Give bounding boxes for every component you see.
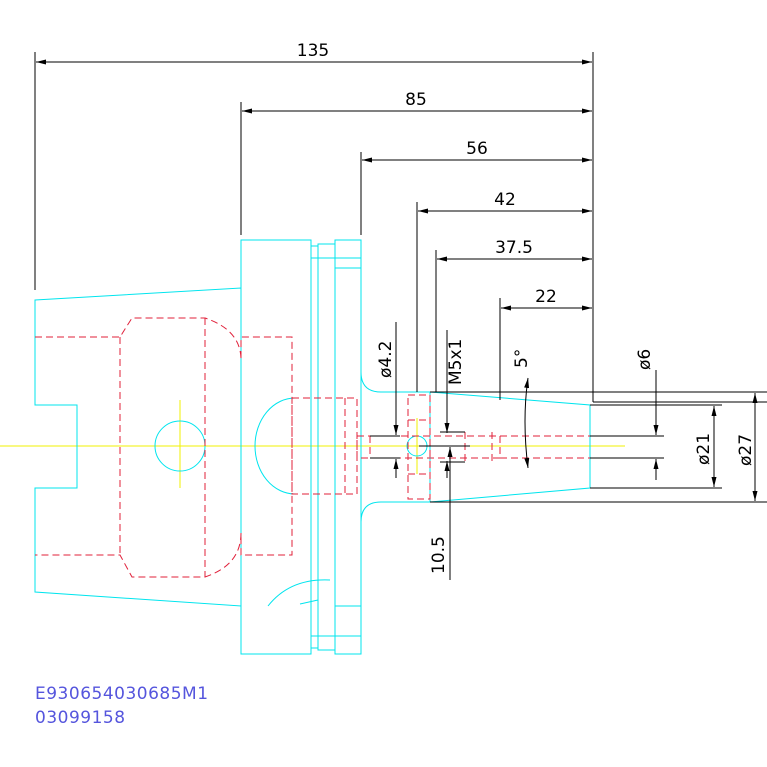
dim-offset: 10.5 [429,536,449,574]
dim-body-to-tip: 56 [466,139,488,159]
part-code-block: E930654030685M1 03099158 [35,684,209,728]
dim-tip-dia-small: ø21 [694,433,714,465]
part-code-line1: E930654030685M1 [35,684,209,704]
dimension-labels: 135 85 56 42 37.5 22 ø4.2 M5x1 5° ø6 ø21… [297,41,756,574]
center-lines [0,400,625,488]
part-outline [34,239,591,655]
dim-bore-dia: ø6 [635,349,655,370]
flange-groove-1 [310,245,319,649]
dim-bore-to-tip: 42 [494,190,516,210]
dim-taper-length: 22 [535,287,557,307]
drive-slot [254,397,296,495]
dimension-lines [34,52,767,580]
dim-overall-length: 135 [297,41,329,61]
flange-groove-2 [317,243,336,651]
dim-hole-dia: ø4.2 [376,341,396,378]
shank-outline [34,287,242,607]
flange [240,239,312,655]
dim-thread-to-tip: 37.5 [495,238,533,258]
nose-body [360,371,591,523]
dim-thread-size: M5x1 [446,339,466,385]
part-code-line2: 03099158 [35,708,126,728]
flange-ring [334,239,362,655]
dim-taper-angle: 5° [512,349,532,368]
dim-flange-to-tip: 85 [405,90,427,110]
hidden-lines [35,317,590,578]
dim-tip-dia-large: ø27 [736,434,756,466]
